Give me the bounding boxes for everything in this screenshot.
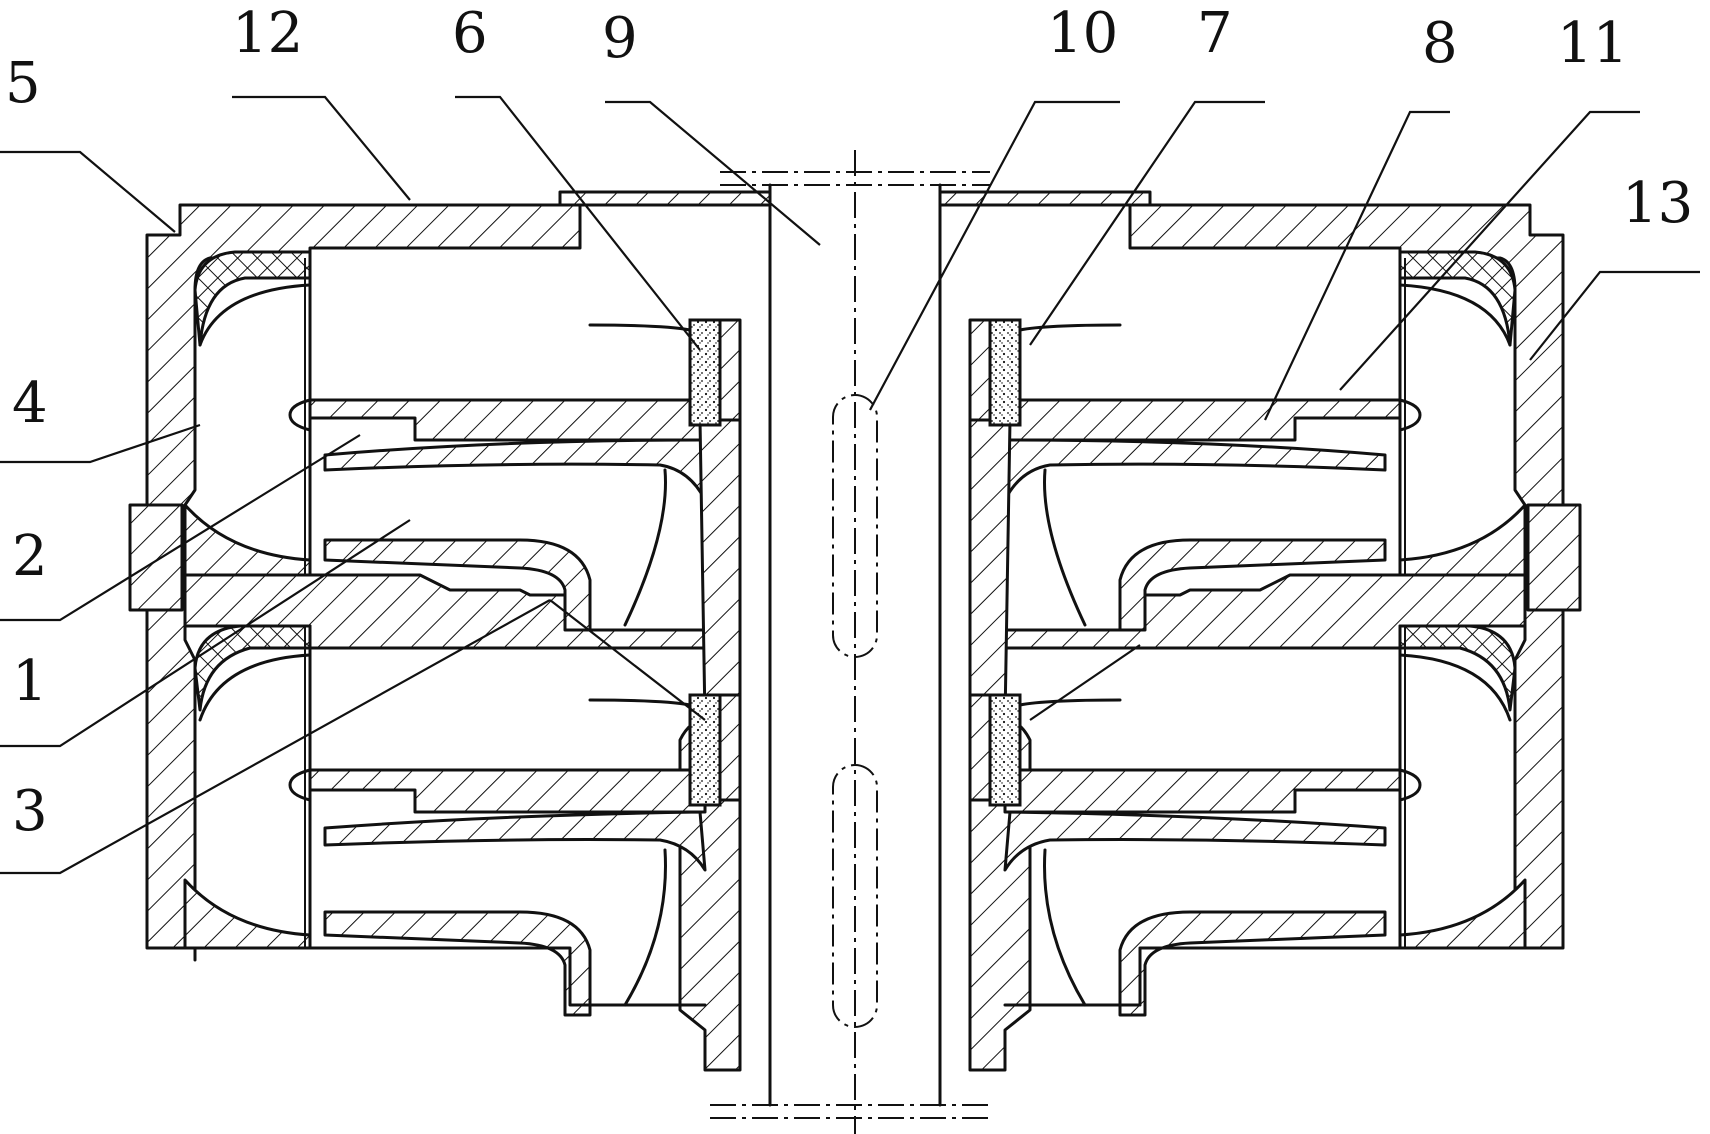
leader-lines (0, 95, 1700, 875)
leader-12 (232, 95, 411, 201)
leader-8 (1264, 110, 1450, 421)
callout-13: 13 (1622, 171, 1693, 236)
shaft (710, 150, 990, 1134)
callout-8: 8 (1422, 11, 1458, 76)
leader-11 (1339, 110, 1640, 391)
leader-10 (869, 100, 1120, 411)
callout-4: 4 (12, 371, 48, 436)
leader-1 (0, 519, 411, 748)
callout-6: 6 (452, 1, 488, 66)
leader-7 (1029, 100, 1265, 346)
callout-1: 1 (12, 649, 48, 714)
leader-6 (455, 95, 701, 351)
callout-12: 12 (232, 1, 303, 66)
callout-11: 11 (1557, 11, 1628, 76)
callout-10: 10 (1047, 1, 1118, 66)
callout-3: 3 (12, 779, 48, 844)
leader-2 (0, 434, 361, 622)
callout-5: 5 (5, 51, 41, 116)
leader-3 (0, 599, 551, 875)
callout-7: 7 (1197, 1, 1233, 66)
left-half-section (128, 190, 772, 1072)
leader-9 (605, 100, 821, 246)
callout-labels: 12 6 9 10 7 8 11 5 13 4 2 1 3 (5, 1, 1693, 844)
leader-4 (0, 423, 201, 464)
right-half-section (938, 190, 1582, 1072)
callout-9: 9 (602, 6, 638, 71)
leader-13 (1529, 270, 1700, 361)
leader-5 (0, 150, 176, 233)
callout-2: 2 (12, 524, 48, 589)
